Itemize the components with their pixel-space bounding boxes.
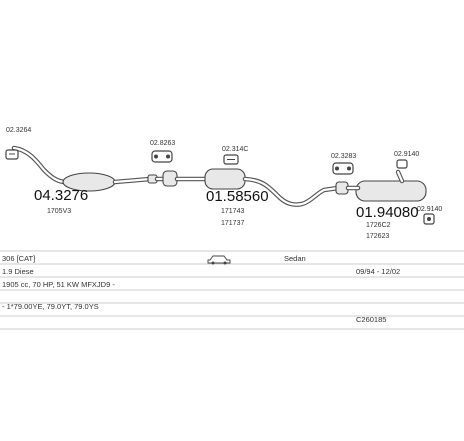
rubber-hanger-icon-d	[396, 159, 408, 169]
clamp-icon-b	[223, 154, 239, 165]
label-rear-silencer-code[interactable]: 01.94080	[356, 204, 419, 221]
middle-silencer-body	[204, 168, 246, 190]
info-model: 306 [CAT]	[2, 254, 35, 263]
info-spec: 1905 cc, 70 HP, 51 KW MFXJD9 -	[2, 280, 115, 289]
rear-silencer-body	[355, 180, 427, 202]
label-clip: 02.3264	[6, 127, 31, 134]
label-clamp-b: 02.314C	[222, 146, 248, 153]
rubber-hanger-icon-e	[423, 213, 435, 225]
clamp-icon-c	[332, 162, 354, 175]
label-front-pipe-code[interactable]: 04.3276	[34, 187, 88, 204]
label-middle-silencer-code[interactable]: 01.58560	[206, 188, 269, 205]
rear-silencer[interactable]	[335, 169, 427, 202]
label-front-pipe-sub: 1705V3	[47, 208, 71, 215]
label-clamp-a: 02.8263	[150, 140, 175, 147]
info-oem: - 1*79.00YE, 79.0YT, 79.0YS	[2, 302, 99, 311]
label-middle-silencer-sub1: 171743	[221, 208, 244, 215]
front-pipe-with-catalyst[interactable]	[11, 145, 153, 192]
label-rubber-e: 02.9140	[417, 206, 442, 213]
label-rubber-d: 02.9140	[394, 151, 419, 158]
info-body: Sedan	[284, 254, 306, 263]
label-rear-silencer-sub2: 172623	[366, 233, 389, 240]
label-clamp-c: 02.3283	[331, 153, 356, 160]
clip-icon	[5, 149, 19, 160]
car-icon	[207, 255, 231, 265]
clamp-icon-a	[151, 150, 173, 163]
info-years: 09/94 - 12/02	[356, 267, 400, 276]
info-engine: 1.9 Diese	[2, 267, 34, 276]
label-middle-silencer-sub2: 171737	[221, 220, 244, 227]
label-rear-silencer-sub1: 1726C2	[366, 222, 391, 229]
middle-silencer[interactable]	[154, 168, 341, 207]
info-table	[0, 250, 464, 330]
info-ref: C260185	[356, 315, 386, 324]
